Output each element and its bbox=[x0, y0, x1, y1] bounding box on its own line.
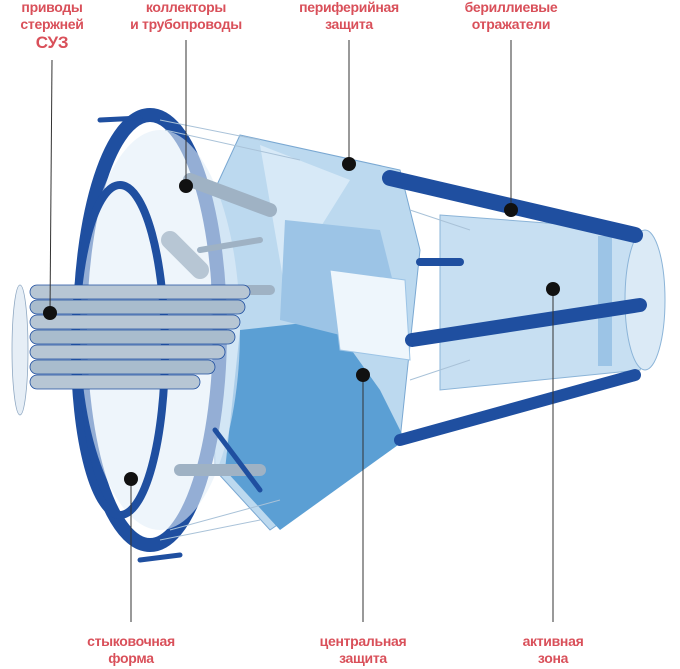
label-collectors: коллекторы и трубопроводы bbox=[130, 0, 242, 33]
cps-drives bbox=[11, 284, 251, 416]
label-line: защита bbox=[325, 16, 373, 32]
callout-dots bbox=[43, 157, 560, 486]
active-zone bbox=[439, 214, 666, 391]
label-line: коллекторы bbox=[145, 0, 227, 15]
label-active-zone: активная зона bbox=[523, 633, 584, 667]
dot-peripheral bbox=[342, 157, 356, 171]
label-cps-drives: приводы стержней СУЗ bbox=[20, 0, 83, 53]
label-line: зона bbox=[537, 650, 569, 666]
dot-central bbox=[356, 368, 370, 382]
label-line: стержней bbox=[20, 16, 84, 32]
dot-docking bbox=[124, 472, 138, 486]
label-beryllium-reflectors: бериллиевые отражатели bbox=[465, 0, 558, 33]
label-line: защита bbox=[339, 650, 387, 666]
label-central-shield: центральная защита bbox=[320, 633, 407, 667]
label-line: центральная bbox=[319, 633, 407, 649]
dot-drives bbox=[43, 306, 57, 320]
dot-collectors bbox=[179, 179, 193, 193]
label-line: бериллиевые bbox=[464, 0, 558, 15]
dot-core bbox=[546, 282, 560, 296]
label-line: отражатели bbox=[471, 16, 551, 32]
label-line: СУЗ bbox=[35, 33, 69, 52]
label-line: стыковочная bbox=[87, 633, 175, 649]
thin-tubes bbox=[159, 119, 471, 541]
leader-lines bbox=[49, 40, 554, 622]
peripheral-shield bbox=[209, 134, 421, 531]
label-line: и трубопроводы bbox=[130, 16, 242, 32]
label-line: активная bbox=[522, 633, 584, 649]
label-line: форма bbox=[108, 650, 154, 666]
label-peripheral-shield: периферийная защита bbox=[299, 0, 399, 33]
leader-line-drives bbox=[49, 59, 53, 314]
label-line: периферийная bbox=[299, 0, 399, 15]
label-line: приводы bbox=[21, 0, 83, 15]
flange-studs bbox=[97, 115, 263, 563]
label-docking-form: стыковочная форма bbox=[87, 633, 175, 667]
dot-beryllium bbox=[504, 203, 518, 217]
